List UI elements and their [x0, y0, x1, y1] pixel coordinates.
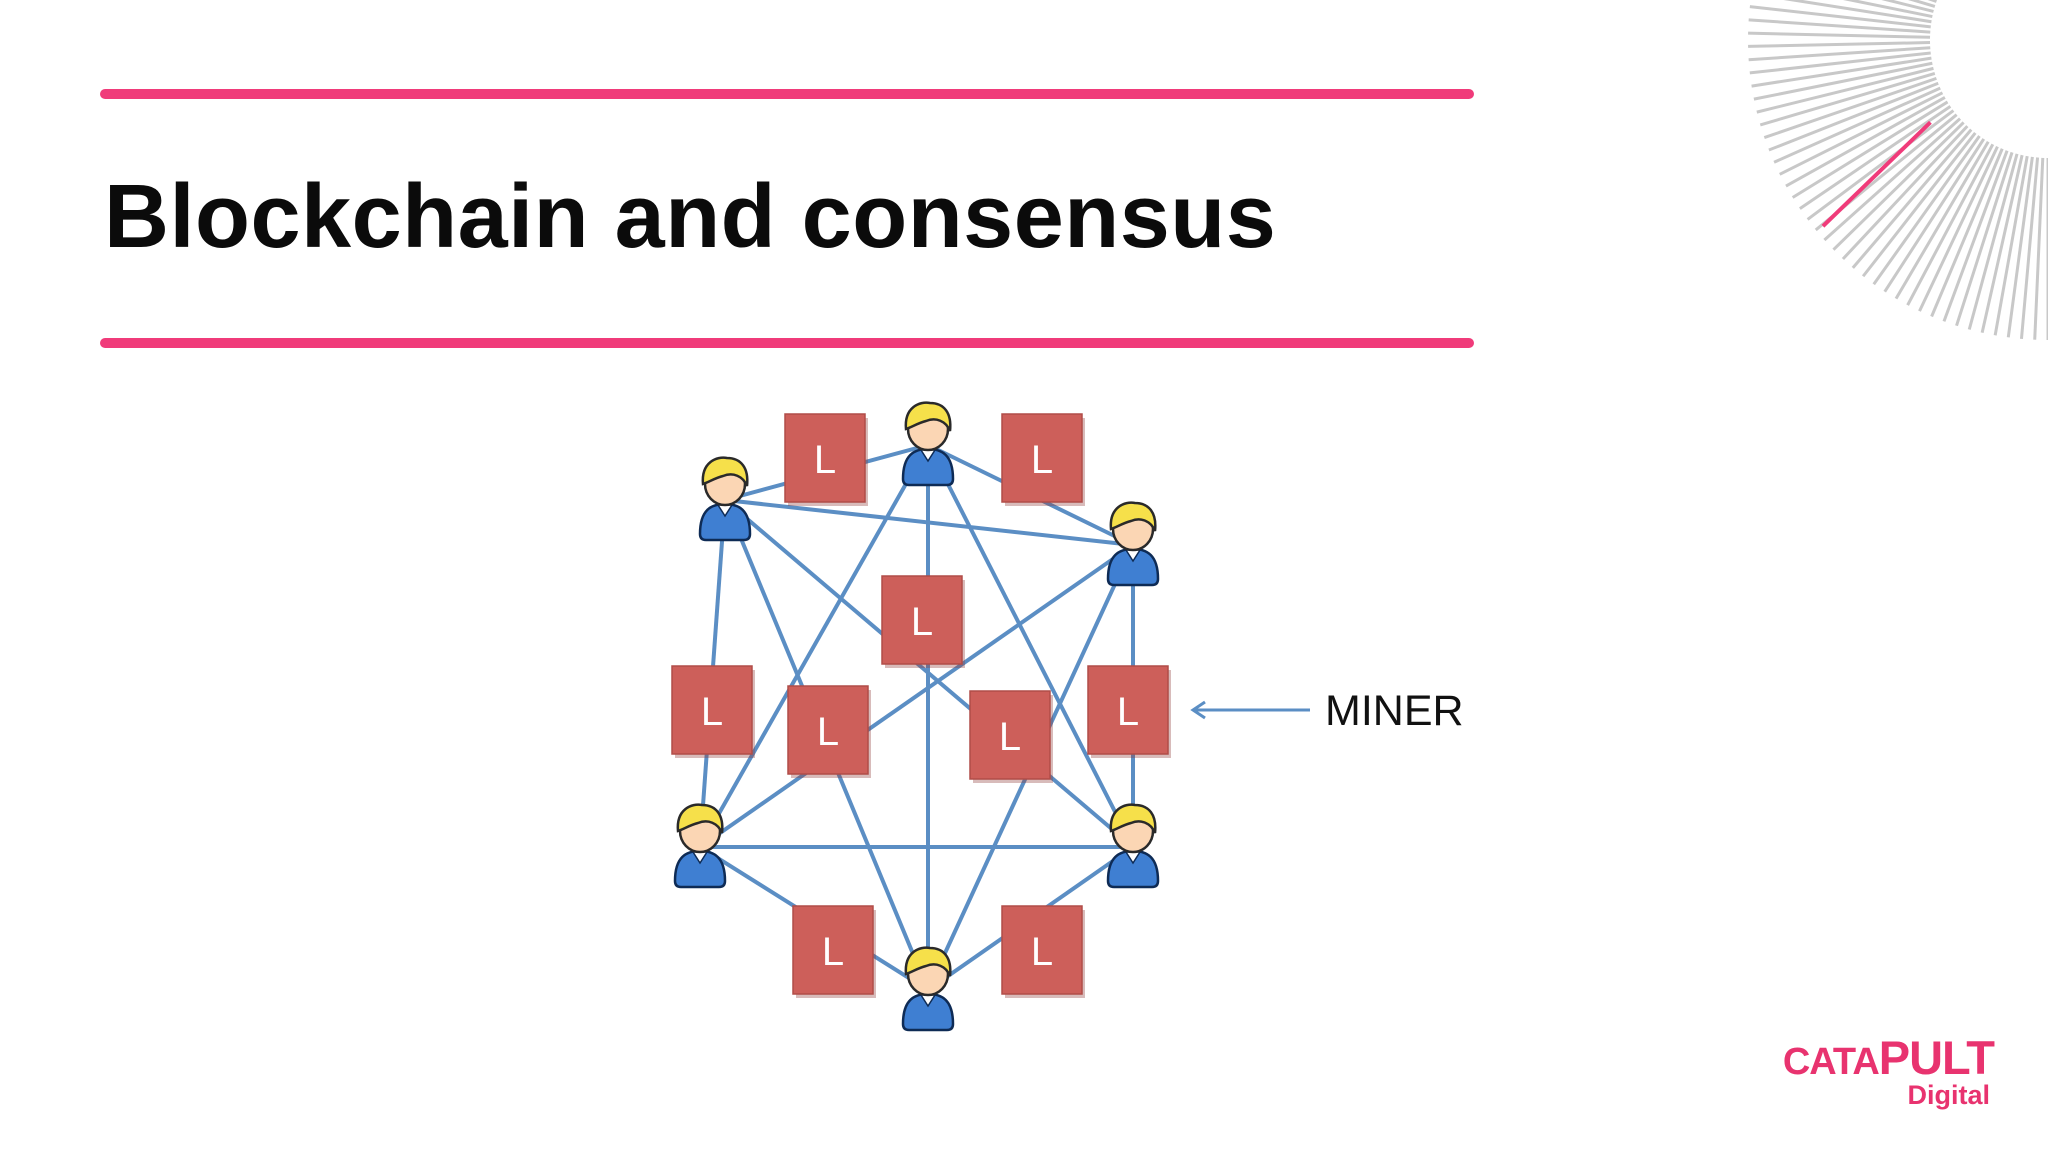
sunburst-ray	[1751, 56, 1932, 88]
ledger-box: L	[792, 905, 876, 998]
ledger-label: L	[822, 930, 844, 974]
logo-brand: CATAPULT	[1782, 1031, 1995, 1084]
logo-sub: Digital	[1907, 1080, 1990, 1110]
sunburst-ray	[1841, 125, 1969, 261]
ledger-box: L	[1001, 413, 1085, 506]
page-title: Blockchain and consensus	[104, 167, 1277, 267]
ledger-label: L	[817, 710, 839, 754]
sunburst-ray	[1942, 150, 2009, 322]
miner-arrow	[1190, 700, 1310, 720]
sunburst-ray	[1749, 51, 1931, 75]
sunburst-ray	[1861, 132, 1977, 278]
sunburst-ray	[1967, 153, 2019, 330]
sunburst-ray	[1881, 0, 1934, 13]
sunburst-ray	[1791, 100, 1949, 199]
user-icon	[901, 401, 955, 487]
user-icon	[1106, 803, 1160, 889]
sunburst-ray	[1832, 121, 1965, 251]
user-icon	[698, 456, 752, 542]
ledger-box: L	[1087, 665, 1171, 758]
ledger-box: L	[784, 413, 868, 506]
ledger-label: L	[999, 715, 1021, 759]
sunburst-ray	[1748, 41, 1931, 48]
sunburst-ray	[1748, 46, 1931, 62]
user-icon	[673, 803, 727, 889]
sunburst-ray	[1843, 0, 1933, 19]
bottom-accent-rule	[100, 338, 1474, 348]
ledger-box: L	[969, 690, 1053, 783]
sunburst-decoration	[1748, 0, 2048, 340]
network-diagram: L L L L L L L L L	[671, 401, 1171, 1032]
sunburst-ray	[1748, 31, 1931, 39]
sunburst-ray	[1955, 151, 2014, 327]
sunburst-ray	[1872, 135, 1981, 286]
sunburst-ray	[1851, 128, 1973, 269]
sunburst-ray	[1749, 5, 1931, 29]
ledger-label: L	[701, 690, 723, 734]
sunburst-ray	[1768, 81, 1939, 152]
ledger-label: L	[1031, 930, 1053, 974]
sunburst-ray	[1748, 18, 1931, 34]
sunburst-ray	[1806, 109, 1955, 221]
ledger-boxes: L L L L L L L L L	[671, 413, 1171, 998]
network-edge	[698, 444, 930, 848]
sunburst-ray	[1823, 117, 1962, 242]
ledger-label: L	[1031, 438, 1053, 482]
sunburst-ray	[1906, 143, 1995, 306]
ledger-box: L	[787, 685, 871, 778]
sunburst-ray	[2033, 157, 2045, 340]
sunburst-ray	[1799, 105, 1952, 210]
sunburst-ray	[1763, 76, 1937, 139]
sunburst-ray	[1753, 61, 1933, 101]
sunburst-ray	[1930, 148, 2004, 318]
sunburst-ray	[1883, 138, 1986, 293]
sunburst-ray	[1918, 145, 1999, 312]
sunburst-accent-ray	[1821, 120, 1932, 228]
ledger-box: L	[671, 665, 755, 758]
ledger-box: L	[881, 575, 965, 668]
sunburst-ray	[1773, 86, 1941, 164]
ledger-box: L	[1001, 905, 1085, 998]
sunburst-ray	[2019, 157, 2040, 339]
network-edge	[698, 543, 1135, 849]
sunburst-ray	[1759, 71, 1936, 127]
sunburst-ray	[1993, 155, 2029, 336]
sunburst-ray	[1783, 0, 1932, 24]
user-icon	[1106, 501, 1160, 587]
network-edge	[926, 444, 1135, 848]
sunburst-ray	[1756, 66, 1934, 114]
miner-label: MINER	[1325, 687, 1464, 735]
top-accent-rule	[100, 89, 1474, 99]
sunburst-ray	[2006, 156, 2034, 338]
sunburst-ray	[1779, 91, 1944, 176]
sunburst-ray	[1980, 154, 2024, 334]
ledger-label: L	[814, 438, 836, 482]
sunburst-ray	[1894, 140, 1990, 300]
ledger-label: L	[911, 600, 933, 644]
ledger-label: L	[1117, 690, 1139, 734]
catapult-digital-logo: CATAPULT Digital	[1783, 1030, 2000, 1110]
sunburst-ray	[1785, 96, 1946, 188]
user-nodes	[673, 401, 1160, 1032]
user-icon	[901, 946, 955, 1032]
